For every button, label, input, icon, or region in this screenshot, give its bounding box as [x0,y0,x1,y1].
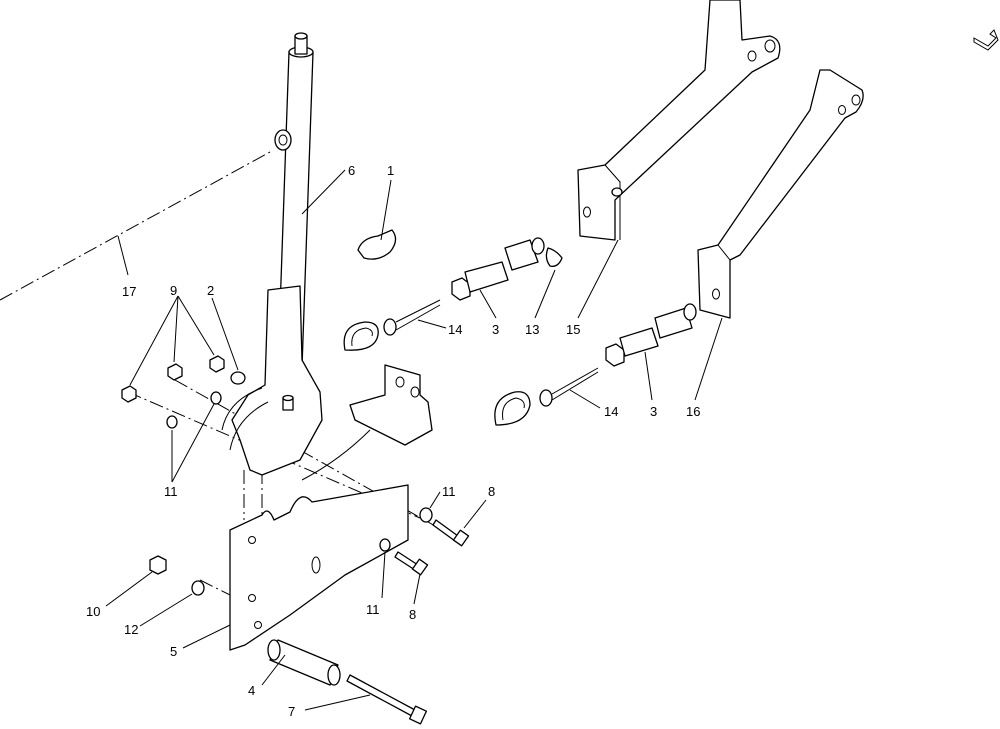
arm-16 [697,69,864,319]
lever-sector [221,285,323,476]
callout-9: 9 [170,283,177,298]
callout-13: 13 [525,322,539,337]
callout-1: 1 [387,163,394,178]
callout-2: 2 [207,283,214,298]
mounting-plate [229,484,409,651]
bracket [301,364,433,481]
callout-11-left: 11 [164,484,178,499]
callout-12: 12 [124,622,138,637]
hardware [121,355,470,596]
callout-4: 4 [248,683,255,698]
callout-3-lower: 3 [650,404,657,419]
callout-10: 10 [86,604,100,619]
callout-3-upper: 3 [492,322,499,337]
callout-5: 5 [170,644,177,659]
callout-labels: 17 6 1 9 2 11 14 3 13 15 14 3 16 11 8 11… [86,163,700,719]
callout-7: 7 [288,704,295,719]
callout-15: 15 [566,322,580,337]
cable-assembly-upper [343,237,563,351]
callout-8-upper: 8 [488,484,495,499]
callout-8-lower: 8 [409,607,416,622]
long-bolt [346,674,428,725]
callout-16: 16 [686,404,700,419]
spacer [267,639,341,686]
callout-17: 17 [122,284,136,299]
callout-14-lower: 14 [604,404,618,419]
callout-6: 6 [348,163,355,178]
callout-14-upper: 14 [448,322,462,337]
leader-lines [105,169,723,711]
page-turn-icon[interactable] [973,29,999,51]
cable-clip [357,229,397,260]
cable-assembly-lower [494,303,697,426]
callout-11-right-lower: 11 [366,602,380,617]
callout-11-right-upper: 11 [442,484,456,499]
arm-15 [577,0,781,241]
